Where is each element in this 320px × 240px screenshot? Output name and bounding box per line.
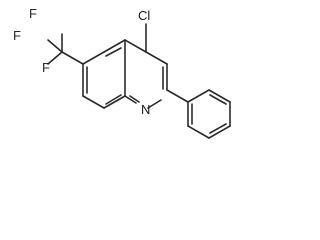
bond — [105, 47, 122, 57]
bond — [124, 95, 137, 104]
pyridine-ring — [124, 39, 168, 109]
molecule-structure: Cl N F F F — [13, 6, 231, 139]
bond — [82, 51, 105, 65]
bond — [47, 39, 63, 53]
bond — [129, 95, 140, 103]
bond — [47, 51, 63, 65]
bond — [145, 51, 168, 65]
bond — [103, 39, 126, 53]
fluorine-label: F — [13, 28, 21, 43]
fluorine-label: F — [42, 60, 50, 75]
bond — [147, 99, 162, 109]
fluorine-label: F — [29, 6, 37, 21]
bond — [208, 125, 231, 139]
benzo-ring — [82, 39, 126, 109]
bond — [105, 94, 122, 105]
bond — [187, 89, 210, 103]
bond — [103, 95, 126, 109]
chlorine-label: Cl — [138, 8, 150, 23]
structure-canvas: Cl N F F F — [0, 0, 244, 153]
bond — [209, 123, 227, 134]
bond — [61, 51, 84, 65]
trifluoromethyl-group: F F F — [13, 6, 84, 75]
bond — [209, 94, 227, 105]
bond — [187, 125, 210, 139]
bond — [124, 39, 147, 53]
phenyl-ring — [166, 89, 231, 139]
bond — [166, 89, 189, 103]
bond — [82, 95, 105, 109]
nitrogen-label: N — [141, 102, 150, 117]
bond — [208, 89, 231, 103]
